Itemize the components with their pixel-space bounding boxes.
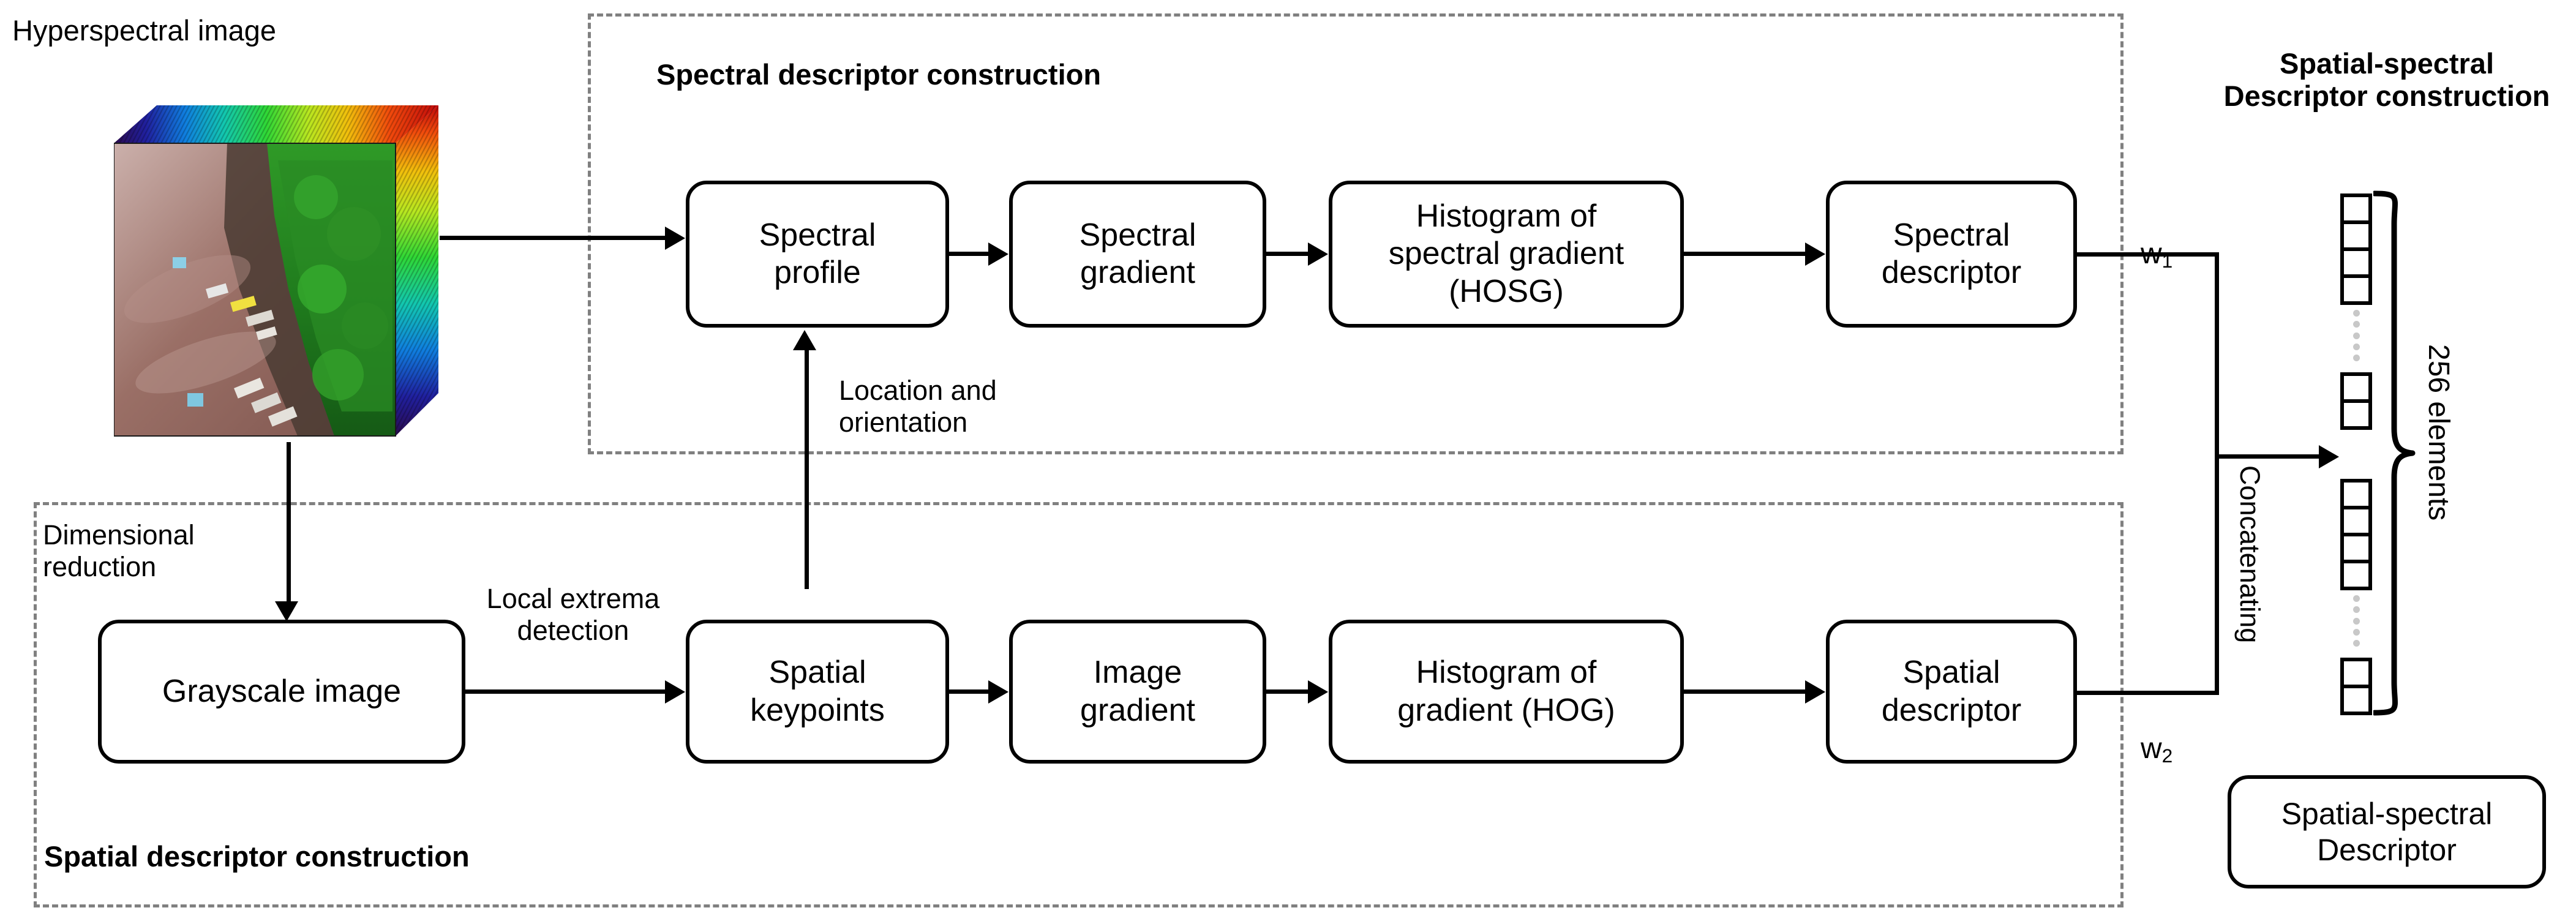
group-spectral-descriptor-construction: [588, 13, 2124, 454]
w2-base: w: [2141, 732, 2162, 765]
arrowhead-spatial-descriptor: [1805, 680, 1825, 704]
arrowhead-descriptor-vector: [2319, 445, 2339, 468]
vector-cell: [2340, 372, 2372, 403]
node-hog[interactable]: Histogram of gradient (HOG): [1329, 620, 1684, 764]
group-title-fusion: Spatial-spectral Descriptor construction: [2223, 47, 2550, 112]
arrowhead-hog: [1308, 680, 1328, 704]
vector-cell: [2340, 560, 2372, 590]
node-spatial-descriptor[interactable]: Spatial descriptor: [1826, 620, 2077, 764]
node-spectral-profile[interactable]: Spectral profile: [686, 181, 949, 328]
edge-spatial-descriptor-to-bus: [2077, 691, 2219, 695]
vector-cell: [2340, 506, 2372, 536]
group-spatial-descriptor-construction: [34, 502, 2124, 907]
group-title-spectral: Spectral descriptor construction: [656, 58, 1102, 91]
edge-spectral-descriptor-to-bus: [2077, 252, 2219, 257]
arrowhead-keypoints: [665, 680, 685, 704]
edge-label-dimensional-reduction: Dimensional reduction: [43, 519, 195, 582]
vector-cell: [2340, 658, 2372, 688]
vector-cell: [2340, 247, 2372, 278]
w1-subscript: 1: [2161, 250, 2173, 272]
edge-cube-to-grayscale: [287, 442, 291, 601]
vector-ellipsis-icon: [2340, 310, 2372, 361]
edge-cube-to-spectral-profile: [440, 236, 665, 240]
vector-cell: [2340, 685, 2372, 715]
vector-cell: [2340, 193, 2372, 224]
node-spatial-keypoints[interactable]: Spatial keypoints: [686, 620, 949, 764]
node-spatial-spectral-descriptor[interactable]: Spatial-spectral Descriptor: [2228, 775, 2546, 888]
weight-label-w2: w2: [2141, 698, 2172, 767]
edge-keypoints-to-spectral-profile: [805, 350, 809, 589]
node-image-gradient[interactable]: Image gradient: [1009, 620, 1266, 764]
arrowhead-spectral-descriptor: [1805, 242, 1825, 266]
concatenation-bus-line: [2215, 252, 2219, 695]
node-spectral-gradient[interactable]: Spectral gradient: [1009, 181, 1266, 328]
edge-grayscale-to-keypoints: [465, 689, 665, 694]
vector-cell: [2340, 479, 2372, 509]
group-title-spatial: Spatial descriptor construction: [44, 840, 470, 873]
edge-keypoints-to-image-gradient: [949, 689, 988, 694]
arrowhead-hosg: [1308, 242, 1328, 266]
w1-base: w: [2141, 238, 2162, 271]
edge-image-gradient-to-hog: [1266, 689, 1308, 694]
weight-label-w1: w1: [2141, 203, 2172, 272]
vector-cell: [2340, 274, 2372, 305]
arrowhead-to-grayscale: [275, 601, 298, 622]
edge-profile-to-gradient: [949, 252, 988, 256]
edge-hosg-to-spectral-descriptor: [1684, 252, 1805, 256]
vector-cell: [2340, 533, 2372, 563]
arrowhead-image-gradient: [988, 680, 1008, 704]
edge-hog-to-spatial-descriptor: [1684, 689, 1805, 694]
vector-ellipsis-icon: [2340, 595, 2372, 647]
arrowhead-location-orientation: [793, 330, 816, 350]
descriptor-vector-brace-label: 256 elements: [2422, 344, 2455, 521]
arrowhead-gradient: [988, 242, 1008, 266]
w2-subscript: 2: [2161, 745, 2173, 767]
node-grayscale-image[interactable]: Grayscale image: [98, 620, 465, 764]
descriptor-vector-brace: [2371, 190, 2428, 716]
edge-label-location-orientation: Location and orientation: [839, 375, 997, 438]
edge-gradient-to-hosg: [1266, 252, 1308, 256]
hyperspectral-image-cube: [113, 105, 438, 442]
vector-cell: [2340, 220, 2372, 251]
edge-bus-to-descriptor-vector: [2215, 454, 2319, 459]
node-hosg[interactable]: Histogram of spectral gradient (HOSG): [1329, 181, 1684, 328]
arrowhead-to-spectral-profile: [665, 227, 685, 250]
node-spectral-descriptor[interactable]: Spectral descriptor: [1826, 181, 2077, 328]
vector-cell: [2340, 399, 2372, 430]
edge-label-concatenating: Concatenating: [2234, 465, 2266, 644]
hyperspectral-image-label: Hyperspectral image: [12, 14, 277, 47]
edge-label-local-extrema: Local extrema detection: [486, 583, 660, 646]
